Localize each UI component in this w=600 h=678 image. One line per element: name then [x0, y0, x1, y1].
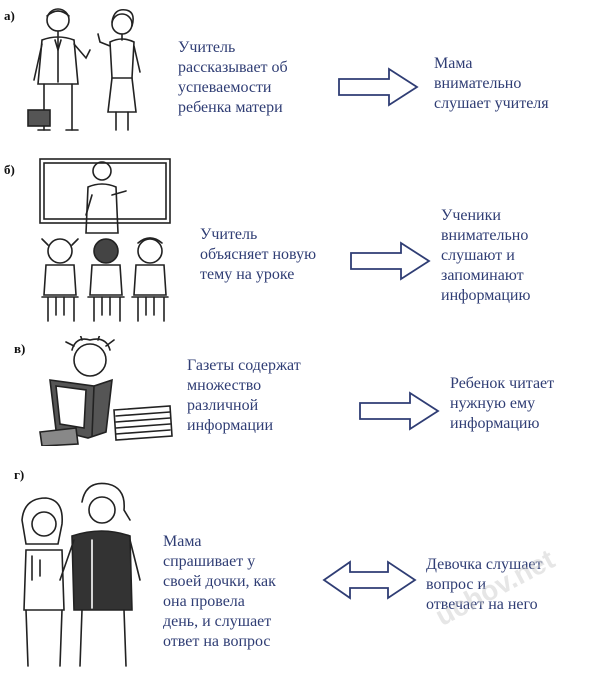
row-letter: б) — [4, 162, 15, 177]
right-text: Девочка слушает вопрос и отвечает на нег… — [426, 556, 543, 613]
row-letter: г) — [14, 467, 25, 482]
row-letter: а) — [4, 8, 15, 23]
left-text: Учитель рассказывает об успеваемости реб… — [178, 39, 288, 116]
arrow-right-icon — [359, 391, 440, 431]
right-text: Ребенок читает нужную ему информацию — [450, 375, 555, 432]
left-text: Учитель объясняет новую тему на уроке — [200, 226, 317, 283]
child-reading-newspaper-icon — [39, 336, 173, 446]
arrow-right-icon — [350, 241, 431, 281]
row-letter: в) — [14, 341, 26, 356]
teacher-and-mother-icon — [27, 8, 141, 131]
left-text: Газеты содержат множество различной инфо… — [187, 357, 301, 434]
mother-and-daughter-icon — [21, 482, 141, 667]
classroom-icon — [39, 158, 171, 322]
left-text: Мама спрашивает у своей дочки, как она п… — [163, 533, 276, 650]
double-arrow-icon — [322, 560, 417, 600]
arrow-right-icon — [338, 67, 419, 107]
right-text: Мама внимательно слушает учителя — [434, 55, 549, 112]
right-text: Ученики внимательно слушают и запоминают… — [441, 207, 531, 304]
